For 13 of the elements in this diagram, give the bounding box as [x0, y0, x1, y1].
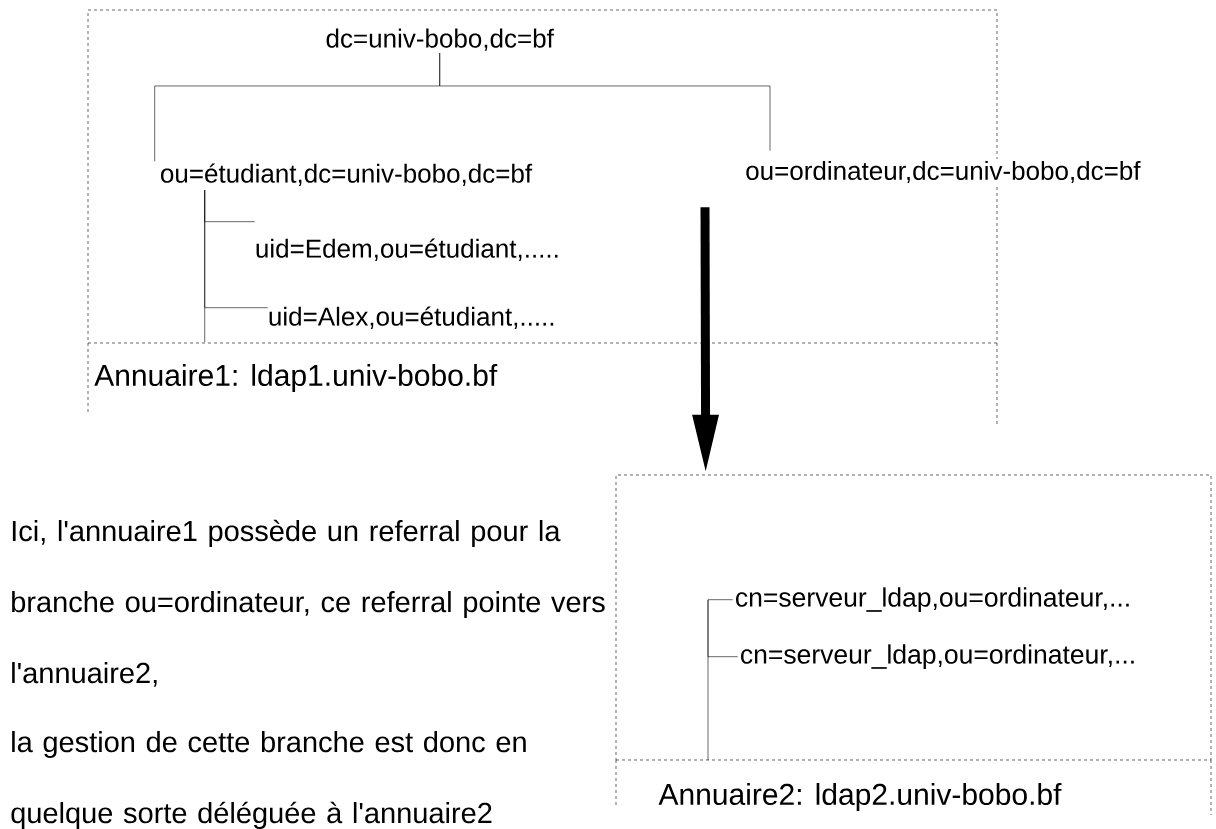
- node-label: Annuaire1: ldap1.univ-bobo.bf: [94, 364, 498, 392]
- entry-text: cn=serveur_ldap,ou=ordinateur,...: [737, 642, 1139, 672]
- tree-line: [204, 189, 268, 343]
- note-text: la gestion de cette branche est donc en quelque sorte déléguée à l'annuaire2: [11, 731, 526, 829]
- entry-text: uid=Alex,ou=étudiant,.....: [265, 304, 558, 331]
- node-label: Annuaire2: ldap2.univ-bobo.bf: [658, 783, 1062, 811]
- entry-text: cn=serveur_ldap,ou=ordinateur,...: [732, 585, 1134, 615]
- tree-line: [439, 52, 771, 151]
- entry-text: ou=ordinateur,dc=univ-bobo,dc=bf: [743, 158, 1143, 186]
- tree-line: [707, 599, 738, 761]
- entry-text: ou=étudiant,dc=univ-bobo,dc=bf: [157, 161, 535, 188]
- entry-text: uid=Edem,ou=étudiant,.....: [252, 236, 562, 263]
- entry-text: dc=univ-bobo,dc=bf: [323, 26, 556, 53]
